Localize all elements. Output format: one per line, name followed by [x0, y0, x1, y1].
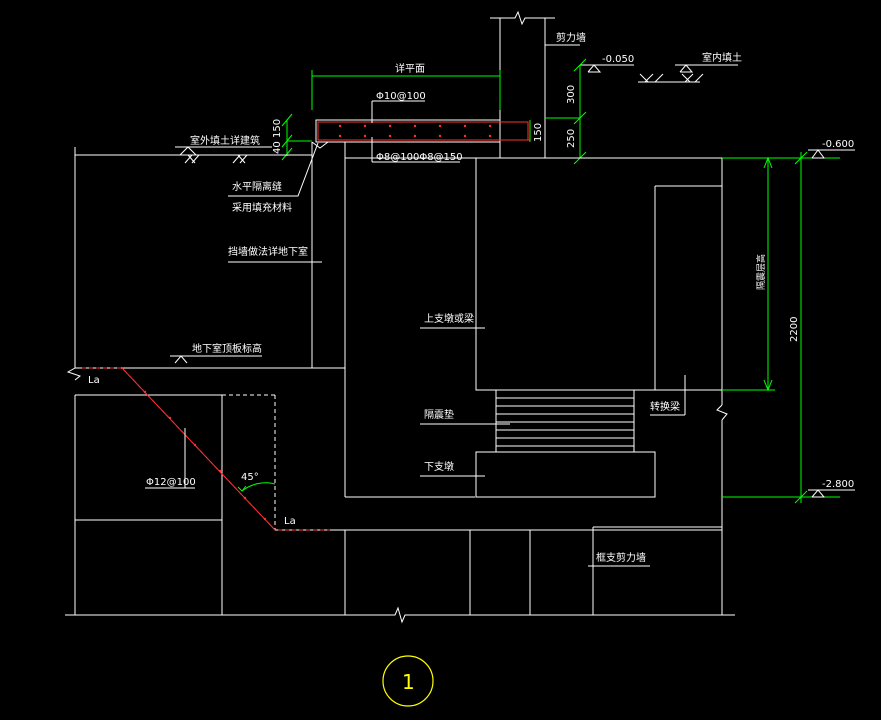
rebar-top-label: Φ10@100: [376, 91, 426, 102]
dim-300: 300: [566, 85, 577, 104]
basement-roof: 地下室顶板标高: [66, 342, 723, 615]
diagonal-rebar: La La Φ12@100 45°: [82, 367, 330, 531]
diag-rebar-label: Φ12@100: [146, 477, 196, 488]
slab-rebar-dots: [338, 124, 492, 138]
roof-elevation-label: 地下室顶板标高: [192, 342, 262, 355]
outdoor-fill-label: 室外填土详建筑: [190, 134, 260, 147]
outdoor-fill: 室外填土详建筑 水平隔离缝 采用填充材料 挡墙做法详地下室: [74, 134, 329, 368]
isolator: 隔震垫 转换梁: [420, 375, 686, 453]
soil-hatch-outdoor: [184, 154, 248, 164]
detail-number: 1: [402, 670, 415, 694]
right-dims: 隔震层高 2200 -0.600 -2.800: [722, 139, 855, 504]
upper-pier: 上支墩或梁: [344, 142, 723, 498]
detail-plan-label: 详平面: [395, 62, 425, 75]
indoor-fill-label: 室内填土: [702, 51, 742, 64]
frame-shear-wall: 框支剪力墙: [588, 551, 650, 567]
transfer-beam-label: 转换梁: [650, 400, 680, 413]
bottom-break-line: [65, 606, 735, 624]
detail-plan-dim: 详平面: [311, 62, 501, 110]
anchor-a-label: La: [88, 375, 100, 386]
joint-fill-label: 采用填充材料: [232, 201, 292, 214]
frame-shear-wall-label: 框支剪力墙: [596, 551, 646, 564]
retaining-wall-label: 挡墙做法详地下室: [228, 245, 308, 258]
isolator-pad-label: 隔震垫: [424, 408, 454, 421]
lower-pier: 下支墩: [420, 451, 656, 498]
upper-beam-label: 上支墩或梁: [424, 312, 474, 325]
lower-pier-label: 下支墩: [424, 460, 454, 473]
level-upper-label: -0.050: [602, 54, 634, 65]
cover-slab: Φ10@100 Φ8@100Φ8@150 150: [315, 91, 544, 163]
vertical-dims-left: 150 40: [272, 113, 312, 161]
angle-label: 45°: [241, 472, 259, 483]
elevation-upper: -0.050 室内填土: [580, 51, 742, 83]
dim-250: 250: [566, 129, 577, 148]
horizontal-joint-label: 水平隔离缝: [232, 180, 282, 193]
isolation-layer-label: 隔震层高: [755, 254, 767, 290]
right-wall: [716, 158, 728, 527]
dim-150-left: 150: [272, 119, 283, 138]
dim-40-left: 40: [272, 141, 283, 154]
level-right-top-label: -0.600: [822, 139, 854, 150]
soil-hatch-indoor: [638, 73, 704, 83]
dim-2200: 2200: [789, 317, 800, 342]
dim-150-slab: 150: [533, 123, 544, 142]
level-right-bottom-label: -2.800: [822, 479, 854, 490]
vertical-dims-wall: 300 250: [545, 58, 587, 165]
anchor-b-label: La: [284, 516, 296, 527]
detail-marker: 1: [382, 655, 434, 707]
shear-wall-label: 剪力墙: [556, 31, 586, 44]
